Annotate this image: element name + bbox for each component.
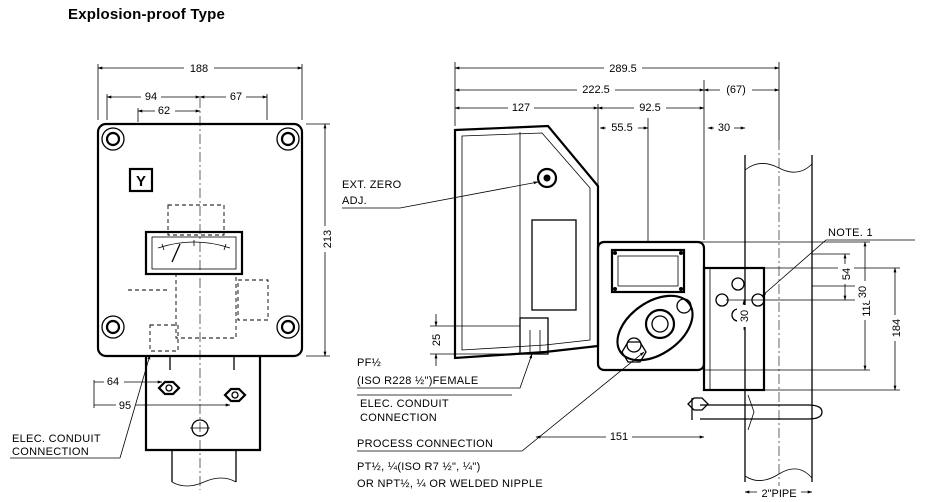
corner-bolt-bottom-left [101,315,125,339]
side-elec-conduit-label-2: CONNECTION [360,412,437,424]
corner-bolt-bottom-right [276,315,300,339]
oval-flange [616,294,694,362]
dim-right-half: 67 [230,91,242,103]
dim-inner-left: 62 [158,105,170,117]
pt-label-2: OR NPT½, ¼ OR WELDED NIPPLE [357,478,543,490]
yokogawa-logo: Y [136,173,146,190]
dim-67-paren: (67) [726,84,746,96]
dim-127: 127 [512,102,530,114]
pipe-size-label: 2"PIPE [761,488,796,500]
dim-30-mid: 30 [739,310,751,322]
dim-118: 118 [861,299,873,317]
dim-222-5: 222.5 [582,84,610,96]
capsule-body [596,240,706,372]
logo-box [128,167,154,193]
dim-height: 213 [322,230,334,248]
pf-label-1: PF½ [357,357,381,369]
corner-bolt-top-left [101,127,125,151]
dim-92-5: 92.5 [639,102,660,114]
page-title: Explosion-proof Type [68,6,226,23]
pf-label-2: (ISO R228 ½")FEMALE [357,375,478,387]
mounting-bracket [702,266,766,392]
dim-55-5: 55.5 [611,122,632,134]
ext-zero-label-1: EXT. ZERO [342,179,402,191]
dim-overall-depth: 289.5 [609,63,637,75]
dim-25: 25 [431,334,443,346]
dim-overall-width: 188 [190,63,208,75]
indicator-window [144,230,244,276]
dim-151: 151 [610,431,628,443]
process-connection-label: PROCESS CONNECTION [357,438,493,450]
bracket-bolt-left [157,380,181,396]
dim-30-right: 30 [857,286,869,298]
bracket-bolt-right [223,387,247,403]
note-1-label: NOTE. 1 [828,227,873,239]
dim-54: 54 [841,268,853,280]
side-elec-conduit-label-1: ELEC. CONDUIT [360,398,449,410]
dim-left-half: 94 [145,91,157,103]
dim-30-top: 30 [718,122,730,134]
dim-184: 184 [891,319,903,337]
side-view: 289.5 222.5 (67) 127 92.5 55.5 30 184 11… [342,61,915,500]
ext-zero-label-2: ADJ. [342,195,367,207]
pt-label-1: PT½, ¼(ISO R7 ½", ¼") [357,461,481,473]
front-elec-conduit-label-2: CONNECTION [12,446,89,458]
dim-bottom-95: 95 [119,400,131,412]
ext-zero-adj-knob [536,167,558,189]
corner-bolt-top-right [276,127,300,151]
front-view: Y 188 94 [10,61,334,490]
front-elec-conduit-label-1: ELEC. CONDUIT [12,433,101,445]
dim-bottom-64: 64 [107,376,119,388]
